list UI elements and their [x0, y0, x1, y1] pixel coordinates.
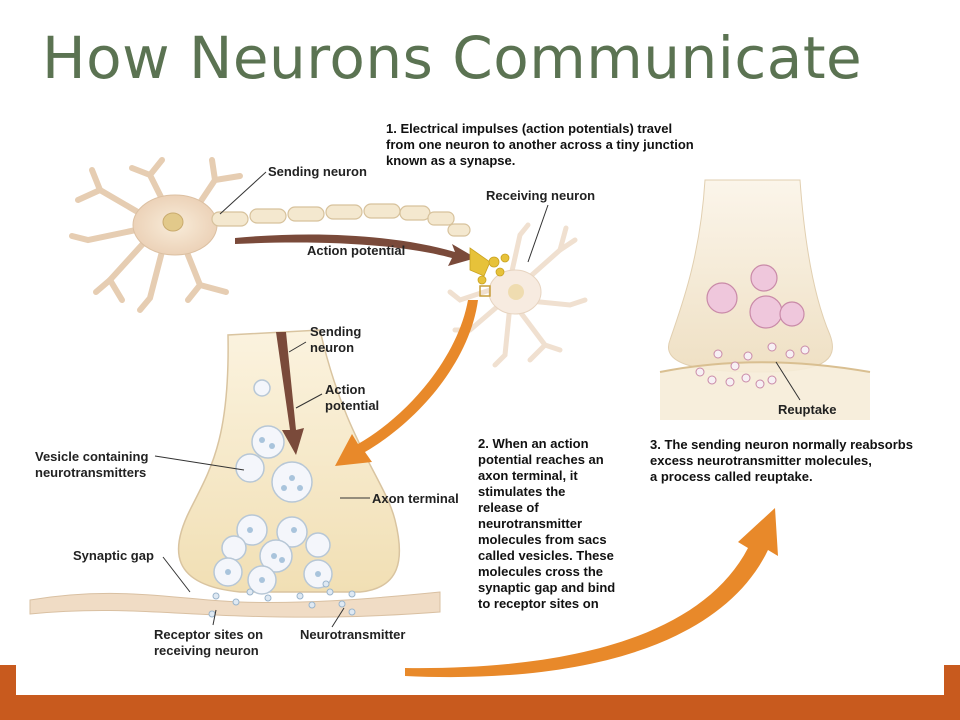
label-synaptic-gap: Synaptic gap: [73, 548, 154, 563]
label-neurotransmitter: Neurotransmitter: [300, 627, 406, 642]
zoom-arrow: [335, 300, 478, 466]
label-sending-neuron-detail: Sending neuron: [310, 324, 362, 355]
label-axon-terminal: Axon terminal: [372, 491, 459, 506]
caption-step-3: 3. The sending neuron normally reabsorbs…: [650, 437, 913, 484]
receiving-neuron-illustration: [447, 222, 588, 368]
label-vesicle: Vesicle containing neurotransmitters: [35, 449, 149, 480]
axon-terminal-illustration: [29, 329, 441, 618]
label-receiving-neuron: Receiving neuron: [486, 188, 596, 203]
label-sending-neuron: Sending neuron: [268, 164, 367, 179]
reuptake-terminal-illustration: [659, 179, 871, 420]
caption-step-1: 1. Electrical impulses (action potential…: [386, 121, 694, 168]
footer-accent-bar: [0, 695, 960, 720]
action-potential-arrow: [235, 234, 476, 266]
label-receptor-sites: Receptor sites on receiving neuron: [154, 627, 264, 658]
caption-step-2: 2. When an action potential reaches an a…: [478, 436, 616, 611]
label-reuptake: Reuptake: [778, 402, 837, 417]
leader-lines: [154, 171, 801, 628]
label-action-potential-detail: Action potential: [325, 382, 380, 413]
slide-title: How Neurons Communicate: [42, 24, 863, 92]
sending-neuron-illustration: [69, 157, 471, 313]
label-action-potential: Action potential: [307, 243, 406, 258]
